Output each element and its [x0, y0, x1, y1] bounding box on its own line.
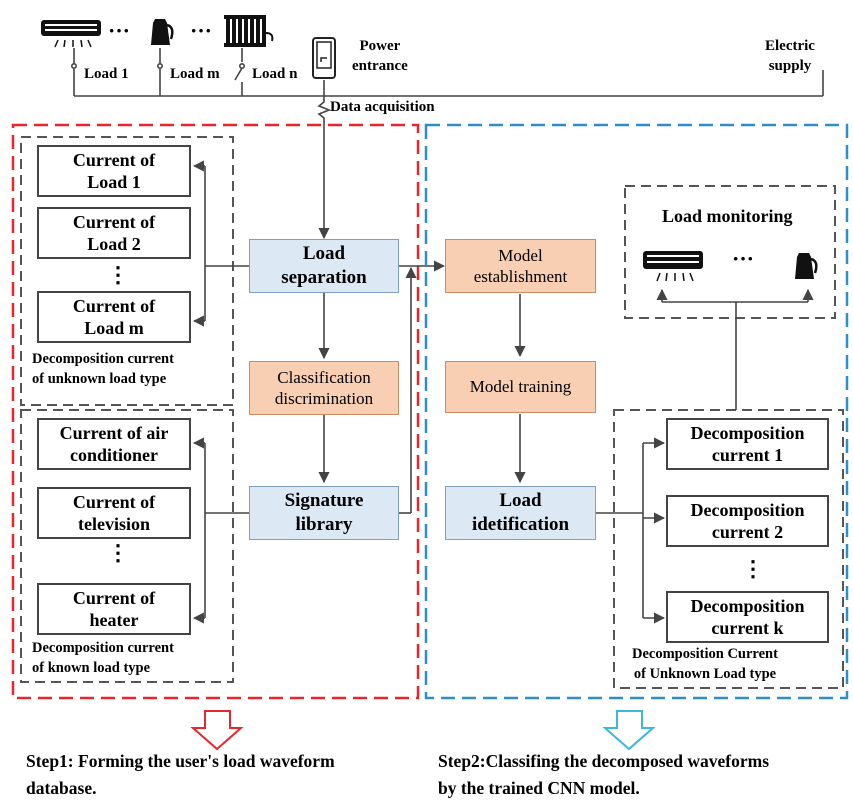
known-load-group	[20, 409, 234, 683]
kettle-icon	[151, 19, 174, 45]
load-separation-box: Load separation	[249, 239, 399, 293]
step1-region	[11, 123, 420, 700]
decomposition-caption: Decomposition Current of Unknown Load ty…	[632, 646, 778, 682]
vertical-ellipsis: ⋮	[742, 556, 764, 581]
load-monitoring-label: Load monitoring	[662, 206, 793, 226]
power-entrance-label: Power entrance	[352, 38, 408, 75]
current-box: Current of Load 1	[37, 145, 191, 197]
step1-text: Step1: Forming the user's load waveform …	[26, 751, 335, 799]
load-label: Load 1	[84, 66, 129, 82]
air-conditioner-icon	[41, 20, 101, 48]
vertical-ellipsis: ⋮	[107, 262, 129, 287]
vertical-ellipsis: ⋮	[107, 540, 129, 565]
known-load-caption: Decomposition current of known load type	[32, 640, 174, 676]
supply-bus	[71, 48, 824, 240]
model-establishment-box: Model establishment	[445, 239, 596, 293]
step1-arrow	[190, 710, 244, 751]
step2-region	[424, 123, 849, 700]
kettle-icon	[795, 253, 818, 279]
current-box: Current of Load 2	[37, 207, 191, 259]
load-label: Load n	[252, 66, 298, 82]
current-box: Current of Load m	[37, 291, 191, 343]
ellipsis: ···	[190, 18, 213, 43]
decomposition-box: Decomposition current 2	[666, 495, 829, 547]
step2-text: Step2:Classifing the decomposed waveform…	[438, 751, 770, 799]
unknown-load-caption: Decomposition current of unknown load ty…	[32, 351, 174, 387]
power-meter-icon	[312, 37, 336, 79]
decomposition-group	[613, 409, 844, 689]
current-box: Current of air conditioner	[37, 418, 191, 470]
heater-icon	[224, 15, 274, 47]
load-monitoring-group	[624, 185, 836, 319]
decomposition-box: Decomposition current k	[666, 591, 829, 643]
unknown-load-group	[20, 136, 234, 406]
ellipsis: ···	[108, 18, 131, 43]
data-acquisition-label: Data acquisition	[330, 99, 435, 115]
electric-supply-label: Electric supply	[765, 38, 815, 75]
classification-discrimination-box: Classification discrimination	[249, 361, 399, 415]
load-identification-box: Load idetification	[445, 486, 596, 540]
current-box: Current of television	[37, 487, 191, 539]
model-training-box: Model training	[445, 361, 596, 413]
signature-library-box: Signature library	[249, 486, 399, 540]
current-box: Current of heater	[37, 583, 191, 635]
connectors	[192, 160, 814, 624]
decomposition-box: Decomposition current 1	[666, 418, 829, 470]
step2-arrow	[602, 710, 656, 751]
ellipsis: ···	[732, 246, 755, 271]
air-conditioner-icon	[643, 251, 703, 282]
load-label: Load m	[170, 66, 220, 82]
